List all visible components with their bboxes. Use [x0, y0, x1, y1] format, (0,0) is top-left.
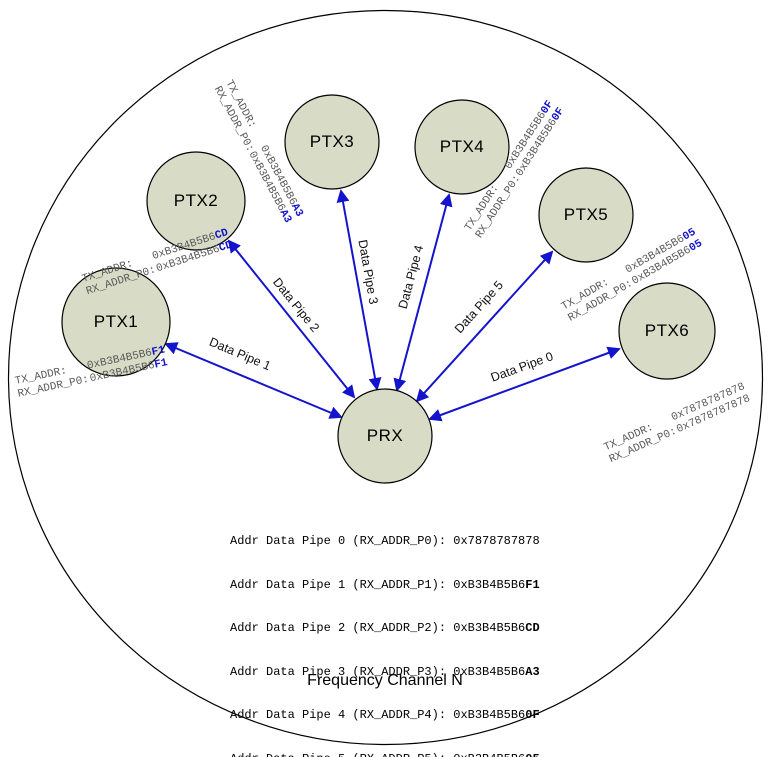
ptx5-node-label: PTX5 [563, 205, 609, 224]
data-pipe-5-arrow [415, 250, 554, 403]
ptx6-node-circle [618, 282, 716, 380]
table-row: Addr Data Pipe 3 (RX_ADDR_P3): 0xB3B4B5B… [230, 664, 540, 679]
ptx2-node-circle [146, 151, 246, 251]
addr-byte: F1 [525, 577, 540, 592]
data-pipe-2-arrow [227, 239, 356, 399]
prx-node-circle [337, 388, 433, 484]
ptx6-node-label: PTX6 [644, 321, 690, 340]
table-row: Addr Data Pipe 1 (RX_ADDR_P1): 0xB3B4B5B… [230, 577, 540, 592]
ptx3-node-circle [284, 94, 380, 190]
table-row: Addr Data Pipe 5 (RX_ADDR_P5): 0xB3B4B5B… [230, 752, 540, 757]
addr-byte: 05 [525, 752, 539, 757]
prx-node-label: PRX [366, 426, 404, 445]
data-pipe-0-arrow [428, 346, 621, 422]
table-row: Addr Data Pipe 0 (RX_ADDR_P0): 0x7878787… [230, 534, 540, 548]
addr-byte: CD [525, 621, 540, 635]
ptx5-node-circle [538, 167, 634, 263]
addr-byte: A3 [525, 664, 540, 679]
table-row: Addr Data Pipe 2 (RX_ADDR_P2): 0xB3B4B5B… [230, 621, 540, 635]
ptx3-node-label: PTX3 [309, 132, 355, 151]
addr-suffix: F1 [153, 357, 169, 372]
table-row: Addr Data Pipe 4 (RX_ADDR_P4): 0xB3B4B5B… [230, 708, 540, 722]
frequency-channel-circle [7, 9, 764, 746]
ptx2-node-label: PTX2 [173, 191, 219, 210]
ptx1-node-label: PTX1 [93, 312, 139, 331]
addr-byte: 0F [525, 708, 540, 722]
frequency-channel-label: Frequency Channel N [307, 672, 463, 689]
data-pipe-3-arrow [336, 189, 382, 391]
ptx4-node-label: PTX4 [439, 137, 485, 156]
ptx1-node-circle [61, 267, 171, 377]
pipe-address-table: Addr Data Pipe 0 (RX_ADDR_P0): 0x7878787… [230, 505, 540, 757]
ptx4-node-circle [414, 99, 510, 195]
